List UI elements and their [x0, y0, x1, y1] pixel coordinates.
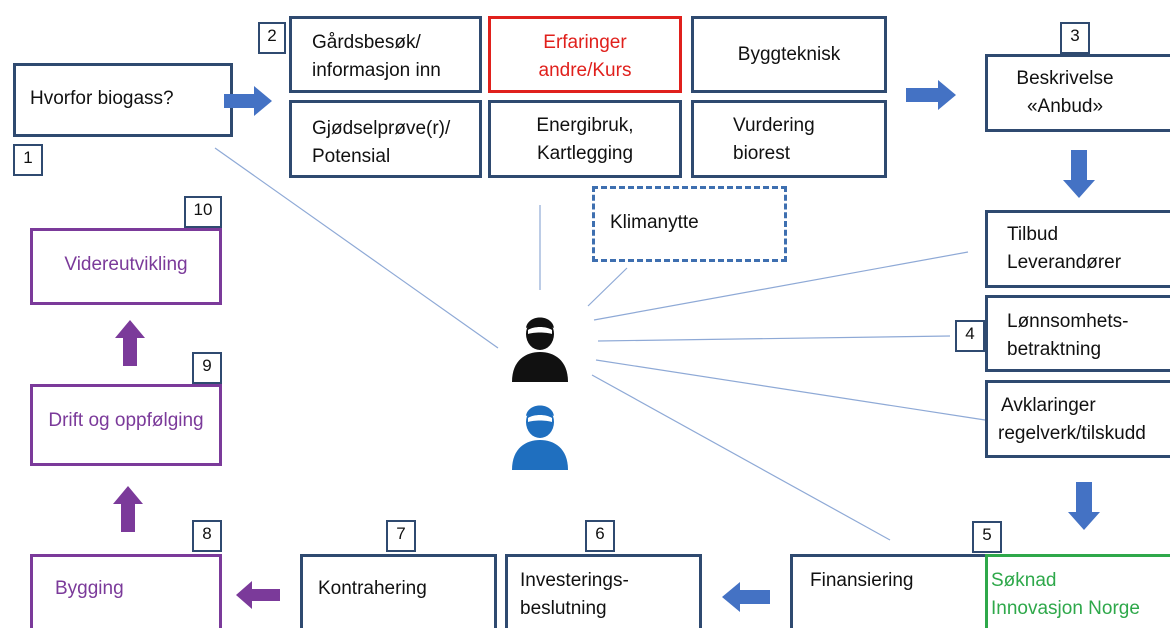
soknad-box: [985, 554, 1170, 628]
connector-line: [591, 374, 891, 541]
step-5-number: 5: [972, 521, 1002, 553]
avklaringer-box: [985, 380, 1170, 458]
energibruk-box: [488, 100, 682, 178]
avklaringer-label-line1: Avklaringer: [1001, 395, 1096, 416]
arrow-up-icon: [113, 486, 143, 532]
arrow-left-icon: [236, 581, 280, 609]
step-1-box: [13, 63, 233, 137]
finansiering-label: Finansiering: [810, 570, 914, 591]
arrow-up-icon: [115, 320, 145, 366]
vurdering-label-line2: biorest: [733, 143, 791, 164]
step-7-label: Kontrahering: [318, 578, 427, 599]
vurdering-box: [691, 100, 887, 178]
gjodselprove-box: [289, 100, 482, 178]
connector-line: [587, 267, 628, 307]
energibruk-label-line1: Energibruk,: [536, 115, 634, 136]
connector-line: [214, 147, 499, 349]
connector-line: [597, 335, 951, 342]
vurdering-label-line1: Vurdering: [733, 115, 815, 136]
arrow-down-icon: [1063, 150, 1095, 198]
step-9-box: [30, 384, 222, 466]
connector-line: [595, 359, 986, 421]
step-3-box: [985, 54, 1170, 132]
klimanytte-box: [592, 186, 787, 262]
step-8-label: Bygging: [55, 578, 124, 599]
gardsbesok-box: [289, 16, 482, 93]
step-3-label-line1: Beskrivelse: [1016, 68, 1114, 89]
step-6-label-line2: beslutning: [520, 598, 607, 619]
erfaringer-label-line2: andre/Kurs: [538, 60, 632, 81]
gardsbesok-label-line2: informasjon inn: [312, 60, 441, 81]
step-3-label-line2: «Anbud»: [1026, 96, 1104, 117]
step-3-number: 3: [1060, 22, 1090, 54]
avklaringer-label-line2: regelverk/tilskudd: [998, 423, 1146, 444]
step-4-box: [985, 295, 1170, 372]
connector-line: [593, 251, 969, 321]
tilbud-box: [985, 210, 1170, 288]
step-6-box: [505, 554, 702, 628]
gardsbesok-label-line1: Gårdsbesøk/: [312, 32, 421, 53]
erfaringer-box: [488, 16, 682, 93]
step-4-label-line2: betraktning: [1007, 339, 1102, 360]
person-black-icon: [512, 317, 568, 382]
arrow-down-icon: [1068, 482, 1100, 530]
erfaringer-label-line1: Erfaringer: [543, 32, 627, 53]
energibruk-label-line2: Kartlegging: [536, 143, 634, 164]
step-7-number: 7: [386, 520, 416, 552]
step-1-label: Hvorfor biogass?: [30, 88, 174, 109]
step-6-number: 6: [585, 520, 615, 552]
person-blue-icon: [512, 405, 568, 470]
klimanytte-label: Klimanytte: [610, 212, 699, 233]
arrow-right-icon: [906, 80, 956, 110]
soknad-label-line1: Søknad: [991, 570, 1057, 591]
step-8-box: [30, 554, 222, 628]
step-10-label: Videreutvikling: [64, 254, 188, 275]
step-1-number: 1: [13, 144, 43, 176]
tilbud-label-line1: Tilbud: [1007, 224, 1059, 245]
gjodselprove-label-line1: Gjødselprøve(r)/: [312, 118, 451, 139]
step-7-box: [300, 554, 497, 628]
step-9-number: 9: [192, 352, 222, 384]
step-4-number: 4: [955, 320, 985, 352]
step-8-number: 8: [192, 520, 222, 552]
step-10-number: 10: [184, 196, 222, 228]
step-2-number: 2: [258, 22, 286, 54]
byggteknisk-box: [691, 16, 887, 93]
tilbud-label-line2: Leverandører: [1007, 252, 1122, 273]
step-6-label-line1: Investerings-: [520, 570, 629, 591]
soknad-label-line2: Innovasjon Norge: [991, 598, 1140, 619]
byggteknisk-label: Byggteknisk: [737, 44, 841, 65]
step-10-box: [30, 228, 222, 305]
arrow-left-icon: [722, 582, 770, 612]
step-9-label: Drift og oppfølging: [48, 410, 204, 431]
gjodselprove-label-line2: Potensial: [312, 146, 391, 167]
arrow-right-icon: [224, 86, 272, 116]
step-4-label-line1: Lønnsomhets-: [1007, 311, 1129, 332]
